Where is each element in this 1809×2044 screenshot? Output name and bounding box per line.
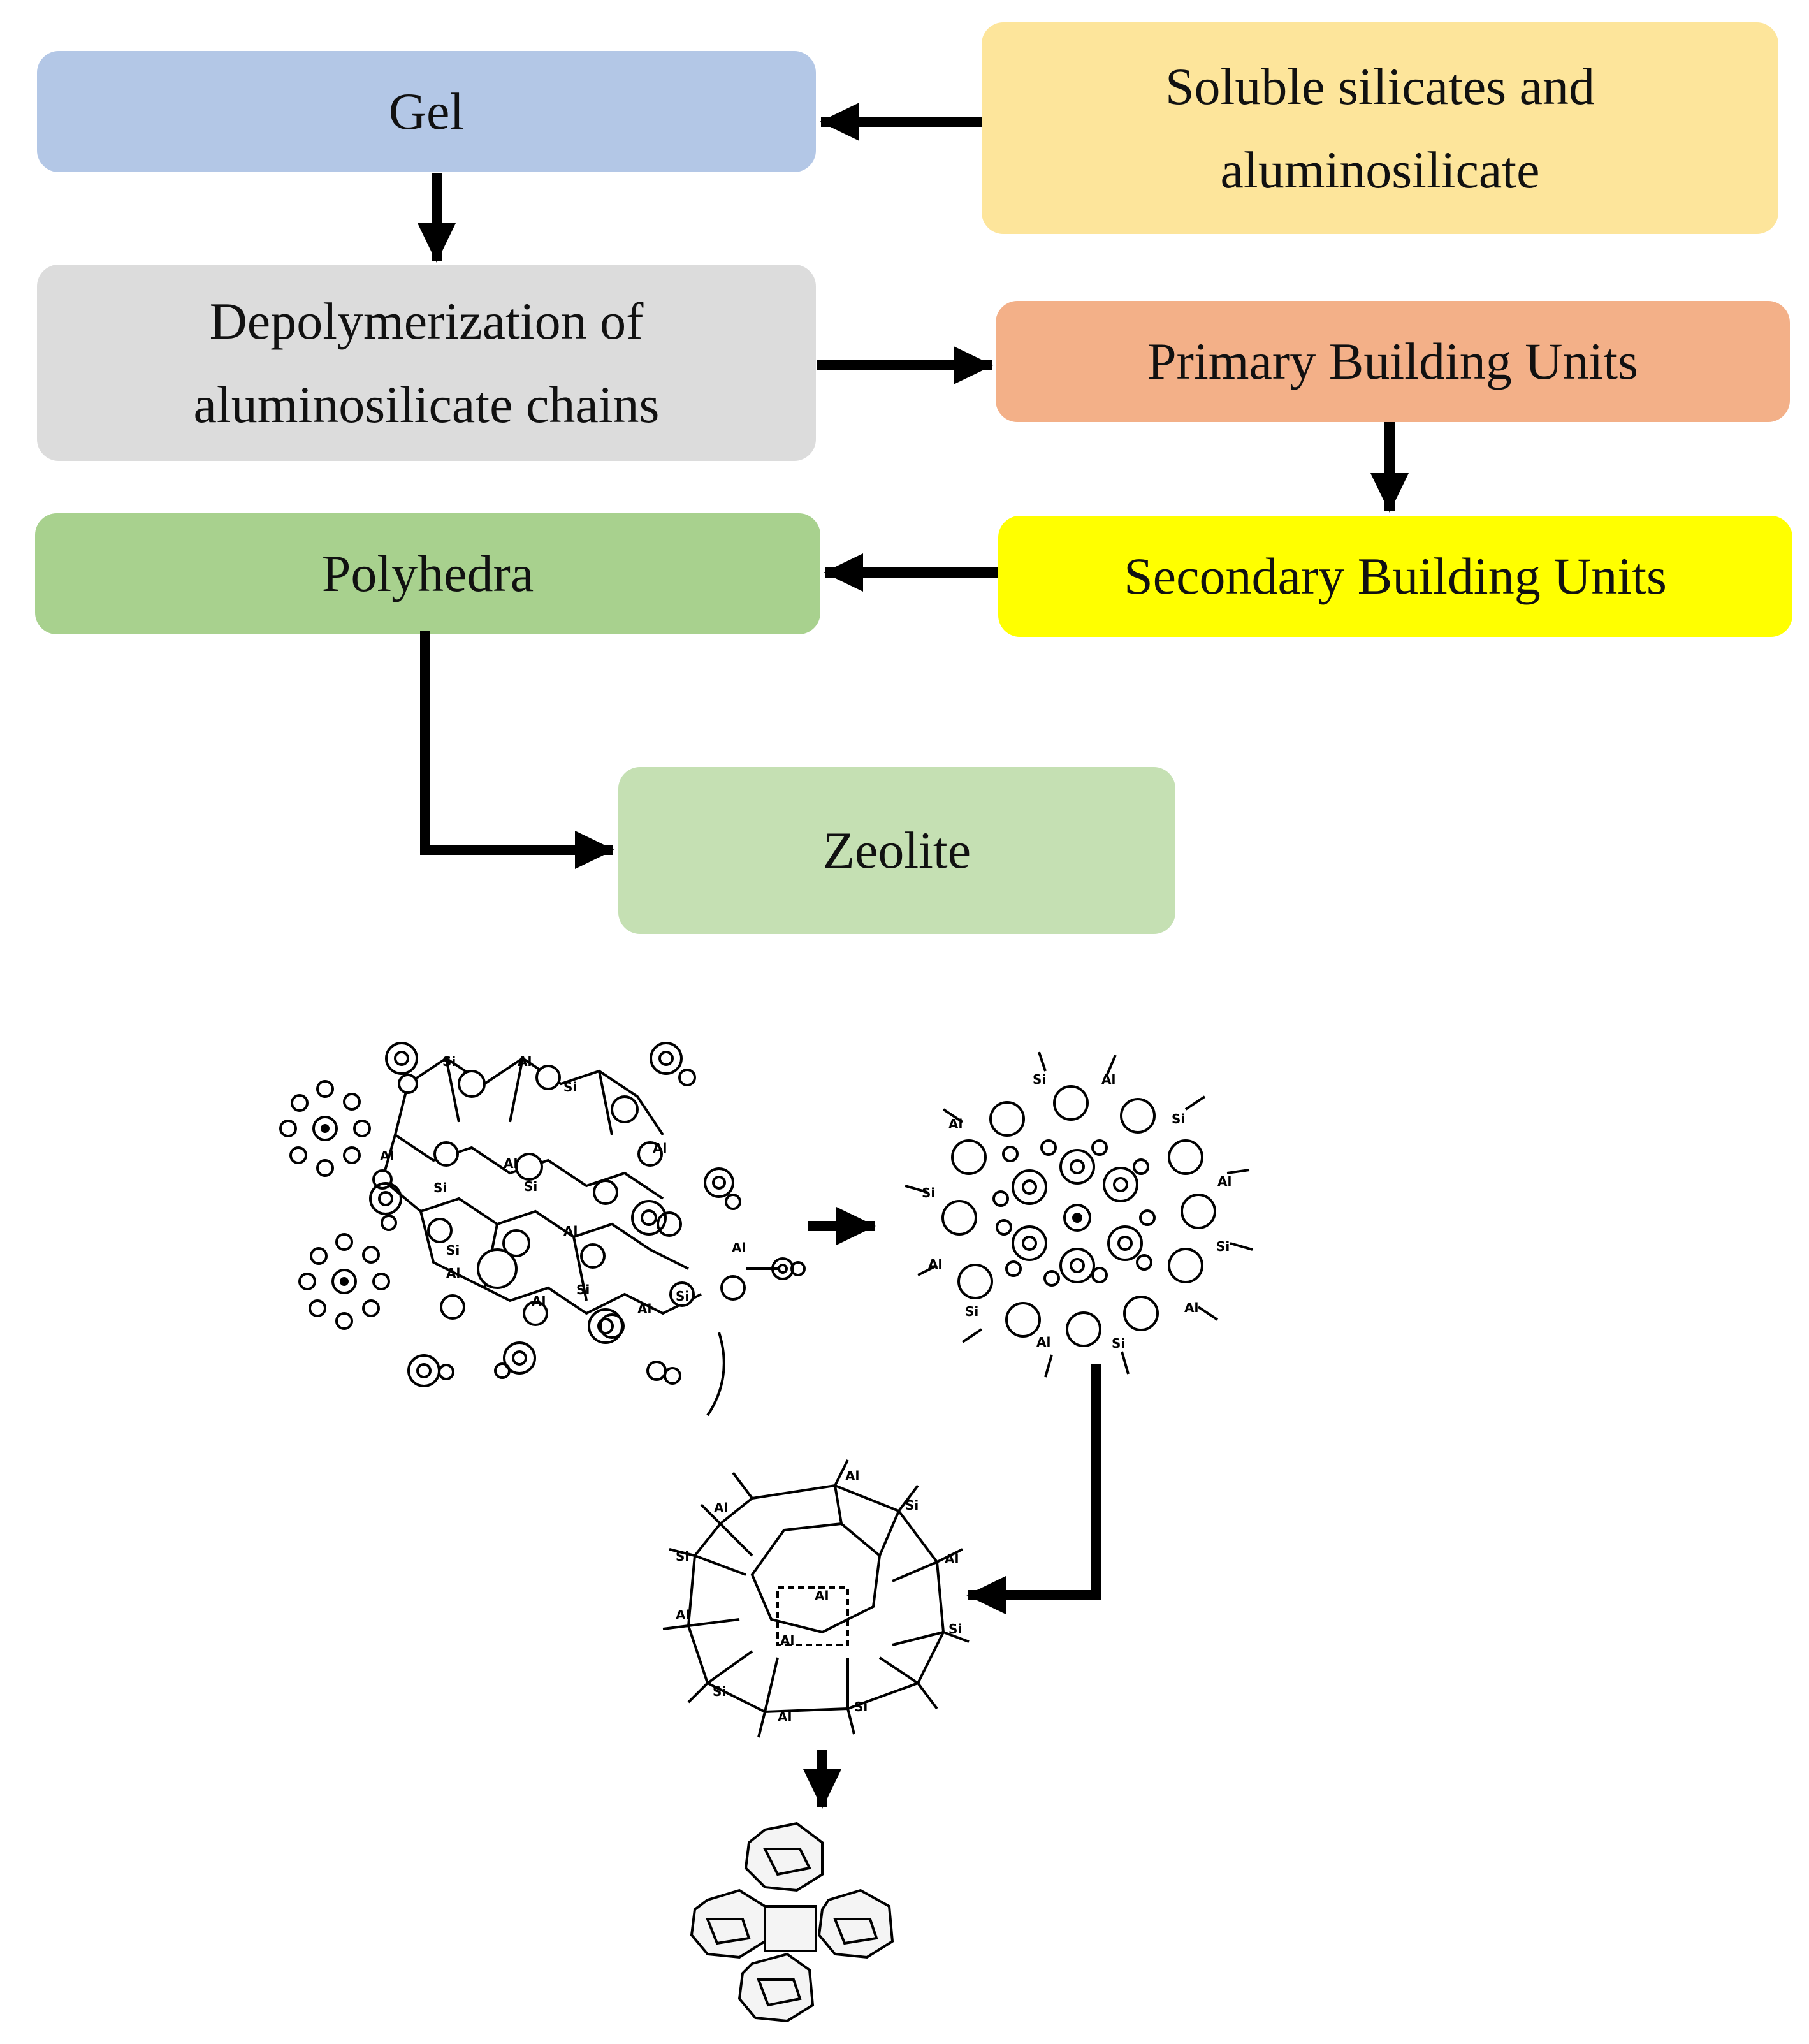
atom-label-al: Al	[532, 1294, 546, 1309]
atom-label-al: Al	[563, 1223, 578, 1239]
atom-label-al: Al	[1101, 1072, 1115, 1087]
zeolite-framework-illustration	[690, 1821, 894, 2023]
atom-label-al: Al	[1184, 1300, 1198, 1315]
atom-label-si: Si	[713, 1684, 726, 1699]
ordered-sphere-illustration	[904, 1051, 1253, 1378]
atom-label-al: Al	[945, 1551, 959, 1566]
atom-label-al: Al	[504, 1156, 518, 1171]
atom-label-si: Si	[676, 1549, 689, 1564]
atom-label-si: Si	[524, 1179, 537, 1194]
atom-label-si: Si	[676, 1288, 689, 1304]
cation-ring	[279, 1080, 371, 1177]
gel-network-labels: Si Al Si Al Al Si Si Si Al Al Si Al Si A…	[380, 1054, 746, 1317]
secondary-building-units-box: Secondary Building Units	[998, 516, 1792, 637]
atom-label-si: Si	[905, 1498, 919, 1513]
atom-label-al: Al	[845, 1468, 859, 1484]
atom-label-al: Al	[518, 1054, 532, 1069]
zeolite-label: Zeolite	[822, 821, 971, 880]
framework-cage	[690, 1888, 766, 1959]
atom-label-al: Al	[446, 1266, 460, 1281]
polyhedron-labels: Al Al Si Al Si Si Al Si Al Si Al Al	[676, 1468, 962, 1725]
atom-label-si: Si	[1112, 1336, 1125, 1351]
zeolite-box: Zeolite	[618, 767, 1175, 934]
atom-label-al: Al	[714, 1500, 728, 1515]
atom-label-si: Si	[576, 1282, 590, 1297]
atom-label-al: Al	[653, 1141, 667, 1156]
atom-label-al: Al	[1036, 1334, 1050, 1350]
atom-label-al: Al	[637, 1301, 651, 1317]
gel-label: Gel	[388, 82, 465, 141]
secondary-label: Secondary Building Units	[1124, 547, 1667, 606]
atom-label-al: Al	[780, 1633, 794, 1648]
atom-label-si: Si	[442, 1054, 456, 1069]
atom-label-si: Si	[965, 1304, 978, 1319]
atom-label-al: Al	[676, 1607, 690, 1623]
framework-cage	[737, 1952, 815, 2023]
soluble-label-line2: aluminosilicate	[1220, 141, 1540, 199]
atom-label-si: Si	[433, 1180, 447, 1195]
atom-label-al: Al	[928, 1257, 942, 1272]
atom-label-al: Al	[380, 1148, 394, 1164]
atom-label-si: Si	[446, 1243, 460, 1258]
arrow-polyhedra-to-zeolite	[420, 631, 614, 869]
depolymerization-label-line1: Depolymerization of	[209, 291, 644, 350]
depolymerization-label-line2: aluminosilicate chains	[193, 376, 660, 434]
primary-building-units-box: Primary Building Units	[996, 301, 1790, 422]
atom-label-si: Si	[1033, 1072, 1046, 1087]
atom-label-si: Si	[948, 1621, 962, 1637]
framework-cage	[764, 1905, 817, 1952]
atom-label-si: Si	[854, 1699, 868, 1714]
atom-label-al: Al	[778, 1709, 792, 1725]
gel-box: Gel	[37, 51, 816, 172]
depolymerization-box: Depolymerization of aluminosilicate chai…	[37, 265, 816, 461]
atom-label-si: Si	[922, 1185, 935, 1201]
soluble-label-line1: Soluble silicates and	[1165, 57, 1595, 115]
cation-pair	[369, 1042, 806, 1387]
atom-label-al: Al	[1217, 1174, 1231, 1189]
atom-label-si: Si	[1216, 1239, 1230, 1254]
polyhedra-box: Polyhedra	[35, 513, 820, 634]
framework-cage	[744, 1821, 824, 1892]
atom-label-si: Si	[1172, 1111, 1185, 1127]
cation-ring	[298, 1233, 390, 1330]
soluble-silicates-box: Soluble silicates and aluminosilicate	[982, 22, 1778, 234]
ordered-sphere-labels: Al Si Al Si Al Si Al Si Al Si Al Si	[922, 1072, 1231, 1351]
atom-label-al: Al	[732, 1240, 746, 1255]
atom-label-si: Si	[563, 1079, 577, 1095]
gel-network-illustration	[279, 1042, 806, 1417]
primary-label: Primary Building Units	[1147, 332, 1638, 391]
polyhedron-illustration	[662, 1459, 970, 1738]
polyhedra-label: Polyhedra	[321, 544, 534, 603]
arrow-sphere-to-polyhedron	[966, 1364, 1101, 1614]
framework-cage	[817, 1888, 894, 1959]
atom-label-al: Al	[948, 1116, 963, 1132]
atom-label-al: Al	[815, 1588, 829, 1603]
